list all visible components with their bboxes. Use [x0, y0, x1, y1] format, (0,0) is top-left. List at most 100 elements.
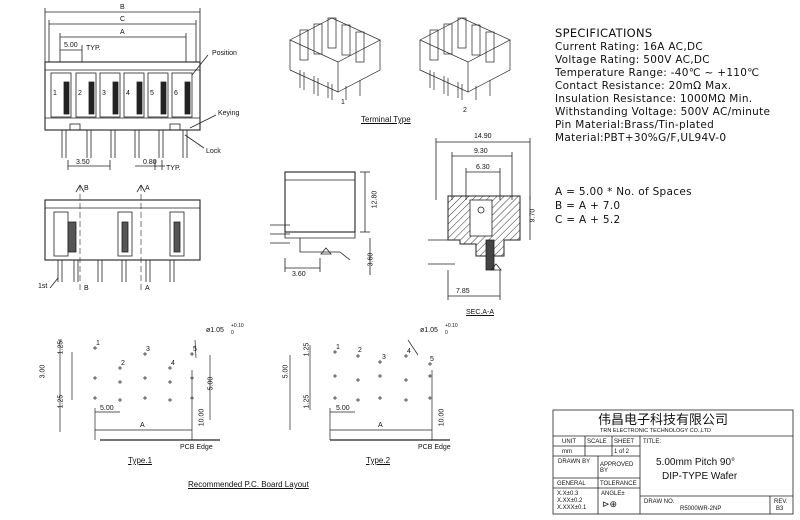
dim-1-25: 1.25	[57, 340, 65, 355]
tolerance-label: TOLERANCE	[600, 481, 637, 487]
spec-line: Material:PBT+30%G/F,UL94V-0	[555, 132, 727, 144]
spec-line: Contact Resistance: 20mΩ Max.	[555, 80, 732, 92]
hole-number: 5	[193, 346, 197, 353]
dim-a: A	[140, 422, 145, 429]
dim-5-00-h: 5.00	[100, 405, 114, 412]
tolerance-value: X.XX±0.2	[557, 498, 583, 504]
dim-a: A	[378, 422, 383, 429]
hole-tol-plus: +0.10	[231, 323, 244, 329]
unit-value: mm	[562, 449, 572, 455]
angle-label: ANGLE±	[601, 491, 625, 497]
dim-3-60-pin: 3.60	[367, 252, 375, 267]
dim-label-c: C	[120, 16, 126, 23]
approved-by-label: APPROVED BY	[600, 462, 634, 474]
pcb-layout-type2	[289, 339, 450, 441]
spec-line: Current Rating: 16A AC,DC	[555, 41, 703, 53]
front-view	[44, 8, 217, 170]
type1-caption: Type.1	[128, 456, 153, 465]
callout-position: Position	[212, 50, 237, 57]
terminal-variant-label: 1	[341, 99, 345, 106]
dim-0-80-note: TYP.	[166, 165, 181, 172]
rev-label: REV.	[774, 499, 788, 505]
hole-number: 2	[121, 360, 125, 367]
hole-number: 2	[358, 347, 362, 354]
hole-number: 5	[430, 356, 434, 363]
section-marker-b: B	[84, 185, 89, 192]
scale-label: SCALE	[587, 439, 607, 445]
pin-number: 3	[102, 90, 106, 97]
callout-keying: Keying	[218, 110, 240, 117]
section-marker-b: B	[84, 285, 89, 292]
dim-label-b: B	[120, 4, 125, 11]
first-pin-label: 1st	[38, 283, 48, 290]
title-label: TITLE:	[643, 439, 662, 445]
hole-number: 3	[382, 354, 386, 361]
pcb-layout-type1	[58, 339, 220, 441]
dim-14-90: 14.90	[474, 133, 492, 140]
hole-number: 4	[171, 360, 175, 367]
pin-number: 5	[150, 90, 154, 97]
dim-7-85: 7.85	[456, 288, 470, 295]
hole-diameter-label: ø1.05	[420, 327, 438, 334]
dim-3-60: 3.60	[292, 271, 306, 278]
company-name-cn: 伟昌电子科技有限公司	[598, 413, 729, 428]
hole-tol-minus: 0	[231, 330, 234, 336]
dim-1-25: 1.25	[303, 394, 311, 409]
dim-1-25: 1.25	[57, 394, 65, 409]
pcb-edge-label: PCB Edge	[180, 444, 213, 451]
pcb-layout-caption: Recommended P.C. Board Layout	[188, 480, 309, 489]
spec-line: Pin Material:Brass/Tin-plated	[555, 119, 715, 131]
dim-10-00: 10.00	[438, 408, 446, 427]
pin-number: 6	[174, 90, 178, 97]
hole-number: 1	[336, 344, 340, 351]
dim-9-30: 9.30	[474, 148, 488, 155]
rev-value: B3	[776, 506, 784, 512]
pcb-edge-label: PCB Edge	[418, 444, 451, 451]
spec-line: Temperature Range: -40℃ ~ +110℃	[555, 67, 760, 79]
pin-number: 2	[78, 90, 82, 97]
hole-number: 3	[146, 346, 150, 353]
title-block-frame	[552, 409, 794, 515]
formula-line: C = A + 5.2	[555, 214, 621, 226]
company-name-en: TRN ELECTRONIC TECHNOLOGY CO.,LTD	[600, 428, 711, 434]
formula-line: A = 5.00 * No. of Spaces	[555, 186, 692, 198]
terminal-type-caption: Terminal Type	[361, 115, 411, 124]
dim-pitch: 5.00	[64, 42, 78, 49]
dim-5-00-h: 5.00	[336, 405, 350, 412]
pin-number: 4	[126, 90, 130, 97]
drawing-title-line1: 5.00mm Pitch 90°	[656, 457, 736, 468]
spec-line: Voltage Rating: 500V AC,DC	[555, 54, 710, 66]
dim-5-00-v: 5.00	[282, 364, 290, 379]
section-caption: SEC.A-A	[466, 309, 495, 316]
dim-9-70: 9.70	[529, 208, 537, 223]
side-view	[270, 171, 371, 275]
projection-symbol-icon: ⊳⊕	[602, 499, 618, 509]
draw-no-value: R5000WR-2NP	[680, 506, 722, 512]
dim-0-80: 0.80	[143, 159, 157, 166]
hole-tol-minus: 0	[445, 330, 448, 336]
hole-diameter-label: ø1.05	[206, 327, 224, 334]
pin-number: 1	[53, 90, 57, 97]
dim-3-50: 3.50	[76, 159, 90, 166]
terminal-variant-label: 2	[463, 107, 467, 114]
dim-5-00-v: 5.00	[207, 376, 215, 391]
bottom-view	[44, 184, 201, 292]
tolerance-value: X.XXX±0.1	[557, 505, 587, 511]
drawn-by-label: DRAWN BY	[558, 459, 591, 465]
terminal-type-views	[289, 17, 511, 100]
sheet-label: SHEET	[614, 439, 635, 445]
section-view	[428, 138, 531, 300]
dim-6-30: 6.30	[476, 164, 490, 171]
drawing-title-line2: DIP-TYPE Wafer	[662, 471, 738, 482]
hole-tol-plus: +0.10	[445, 323, 458, 329]
spec-line: Insulation Resistance: 1000MΩ Min.	[555, 93, 753, 105]
unit-label: UNIT	[562, 439, 576, 445]
draw-no-label: DRAW NO.	[644, 499, 675, 505]
callout-lock: Lock	[206, 148, 221, 155]
dim-3-00: 3.00	[39, 364, 47, 379]
tolerance-value: X.X±0.3	[557, 491, 579, 497]
formula-line: B = A + 7.0	[555, 200, 621, 212]
spec-line: Withstanding Voltage: 500V AC/minute	[555, 106, 771, 118]
dim-pitch-note: TYP.	[86, 45, 101, 52]
